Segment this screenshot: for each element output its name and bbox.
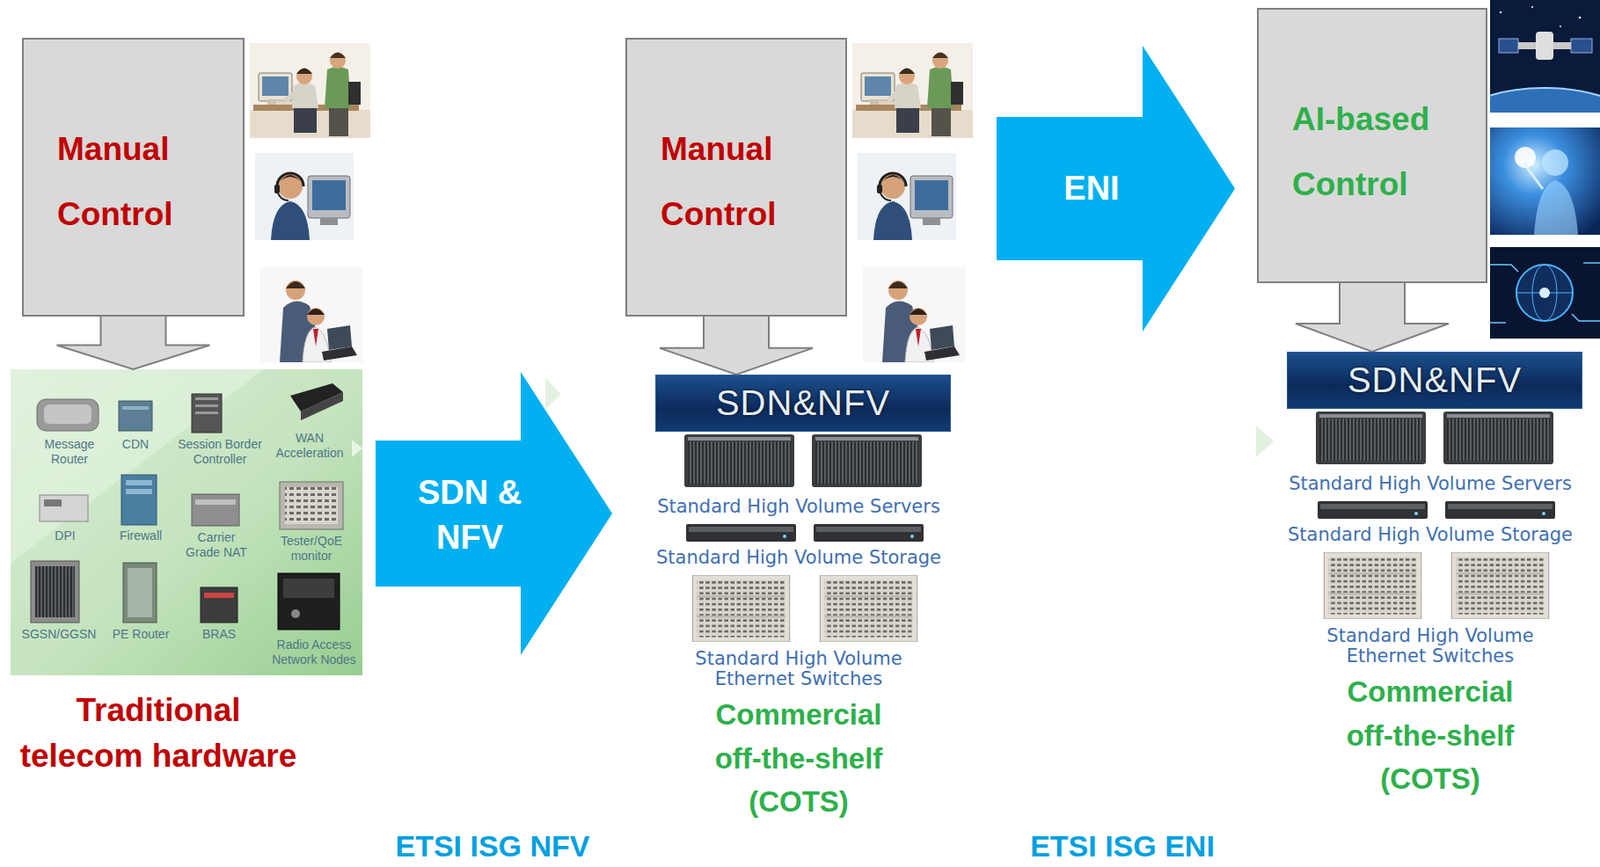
control-label: Manual Control bbox=[660, 116, 824, 248]
device-label: SGSN/GGSN bbox=[21, 627, 97, 643]
device-label: Firewall bbox=[119, 528, 162, 544]
text-slot: Tester/QoE monitor bbox=[275, 533, 348, 564]
equipment-label: Standard High Volume Servers bbox=[657, 496, 941, 518]
text-slot: Traditional telecom hardware bbox=[14, 687, 302, 780]
text-slot: Carrier Grade NAT bbox=[182, 530, 250, 561]
block-arrow bbox=[996, 45, 1235, 332]
text-slot: ENI bbox=[1063, 166, 1119, 212]
transition-arrow: ENI bbox=[996, 45, 1235, 332]
text-slot: Standard High Volume Storage bbox=[656, 547, 942, 569]
device-label: Carrier Grade NAT bbox=[182, 530, 250, 561]
device-label: Session Border Controller bbox=[175, 437, 264, 468]
cots-label: Commercial off-the-shelf (COTS) bbox=[1334, 670, 1527, 802]
text-slot: PE Router bbox=[112, 627, 170, 643]
flow-arrow bbox=[1295, 282, 1449, 352]
cots-stack: SDN&NFV Standard High Volume ServersStand… bbox=[633, 374, 965, 837]
arrow-label: ENI bbox=[1063, 166, 1119, 212]
flow-arrow bbox=[659, 315, 813, 375]
text-slot: ETSI ISG ENI bbox=[1030, 830, 1215, 863]
equipment-label: Standard High Volume Servers bbox=[1288, 473, 1572, 495]
panel-heading: Traditional telecom hardware bbox=[14, 687, 302, 780]
device-label: CDN bbox=[122, 437, 149, 453]
control-label: AI-based Control bbox=[1292, 87, 1455, 218]
equipment-label: Standard High Volume Ethernet Switches bbox=[1310, 626, 1551, 667]
text-slot: Message Router bbox=[34, 437, 105, 468]
group-label: ETSI ISG ENI bbox=[1030, 830, 1215, 863]
device-label: Radio Access Network Nodes bbox=[270, 637, 358, 668]
device-label: WAN Acceleration bbox=[272, 431, 347, 461]
equipment-label: Standard High Volume Ethernet Switches bbox=[679, 649, 920, 690]
group-label: ETSI ISG NFV bbox=[394, 830, 590, 863]
equipment-label: Standard High Volume Storage bbox=[656, 547, 942, 569]
text-slot: SDN&NFV bbox=[655, 374, 951, 432]
device-label: PE Router bbox=[112, 627, 170, 643]
device-label: Message Router bbox=[34, 437, 105, 468]
text-slot: Standard High Volume Servers bbox=[1288, 473, 1572, 495]
text-slot: SDN & NFV bbox=[402, 470, 537, 562]
text-slot: Manual Control bbox=[57, 116, 220, 248]
control-box: Manual Control bbox=[625, 37, 848, 317]
text-slot: Standard High Volume Servers bbox=[657, 496, 941, 518]
cots-label: Commercial off-the-shelf (COTS) bbox=[702, 693, 895, 825]
text-slot: Firewall bbox=[119, 528, 162, 544]
control-box: AI-based Control bbox=[1256, 7, 1488, 284]
device-label: BRAS bbox=[202, 627, 236, 643]
block-arrow bbox=[375, 372, 613, 656]
text-slot: Session Border Controller bbox=[175, 437, 264, 468]
arrow-label: SDN & NFV bbox=[402, 470, 537, 562]
text-slot: SGSN/GGSN bbox=[21, 627, 97, 643]
text-slot: Standard High Volume Ethernet Switches bbox=[679, 649, 920, 690]
text-slot: AI-based Control bbox=[1292, 87, 1455, 218]
text-slot: Commercial off-the-shelf (COTS) bbox=[1334, 670, 1527, 802]
text-slot: Commercial off-the-shelf (COTS) bbox=[702, 693, 895, 825]
block-arrow-shape bbox=[375, 372, 613, 656]
text-slot: WAN Acceleration bbox=[272, 431, 347, 461]
text-slot: CDN bbox=[122, 437, 149, 453]
sdn-nfv-banner: SDN&NFV bbox=[1286, 351, 1583, 410]
text-slot: SDN&NFV bbox=[1286, 351, 1583, 410]
control-label: Manual Control bbox=[57, 116, 220, 248]
text-slot: DPI bbox=[54, 528, 75, 544]
text-slot: Standard High Volume Storage bbox=[1287, 524, 1573, 546]
control-box: Manual Control bbox=[21, 37, 245, 317]
equipment-label: Standard High Volume Storage bbox=[1287, 524, 1573, 546]
device-label: Tester/QoE monitor bbox=[275, 533, 348, 564]
hardware-panel: Message Router CDN Session Border Controll… bbox=[10, 369, 363, 676]
text-slot: BRAS bbox=[202, 627, 236, 643]
sdn-nfv-banner: SDN&NFV bbox=[655, 374, 951, 432]
device-label: DPI bbox=[54, 528, 75, 544]
cots-stack: SDN&NFV Standard High Volume ServersStand… bbox=[1264, 351, 1596, 814]
text-slot: Radio Access Network Nodes bbox=[270, 637, 358, 668]
text-slot: Standard High Volume Ethernet Switches bbox=[1310, 626, 1551, 667]
transition-arrow: SDN & NFV bbox=[375, 372, 613, 656]
text-slot: ETSI ISG NFV bbox=[394, 830, 590, 863]
flow-arrow bbox=[57, 315, 211, 370]
text-slot: Manual Control bbox=[660, 116, 824, 248]
